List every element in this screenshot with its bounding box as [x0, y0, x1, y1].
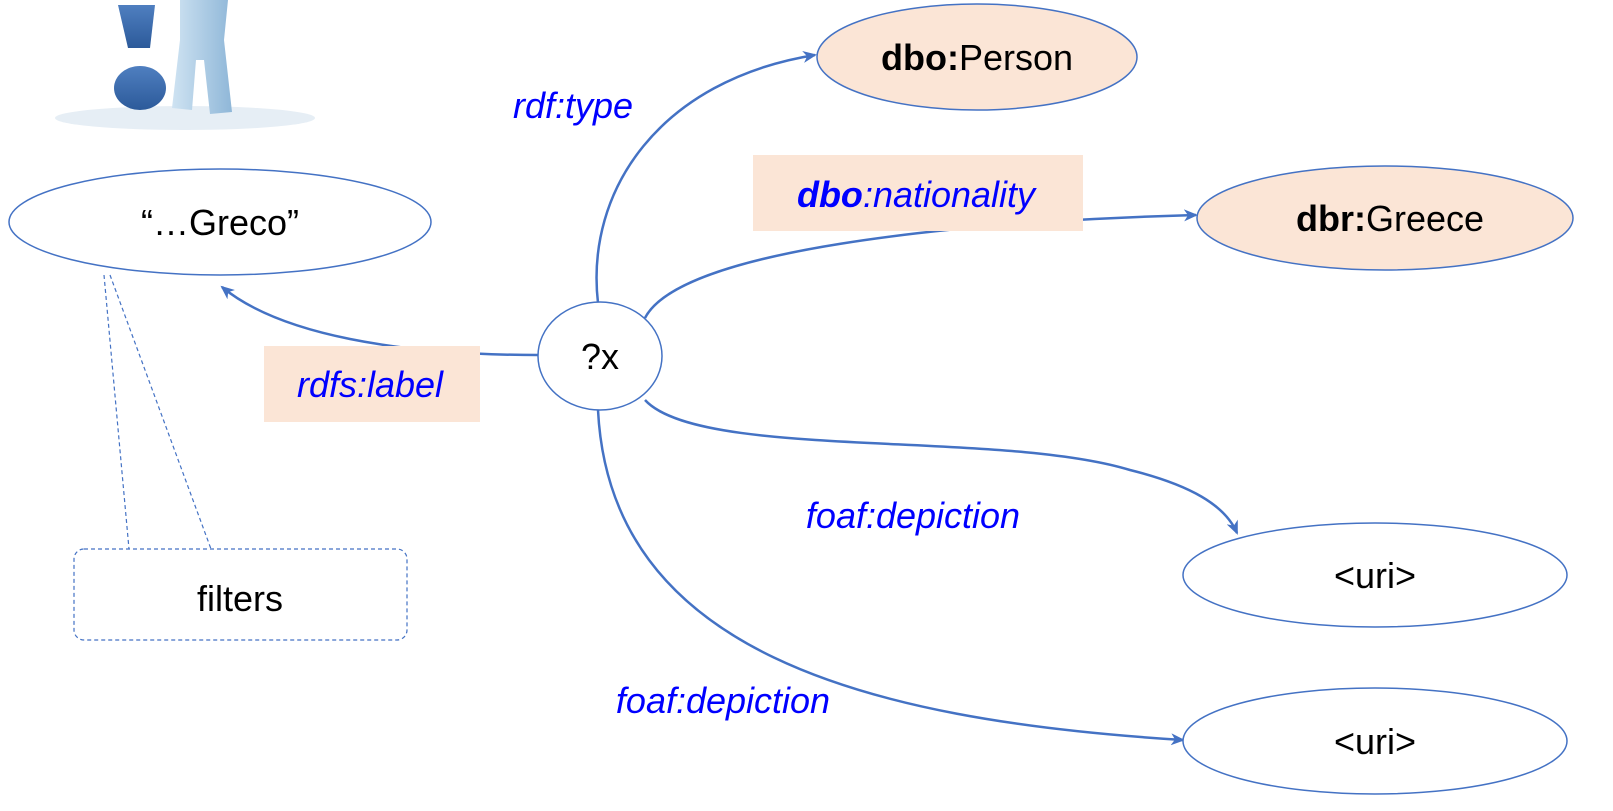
node-uri-2-label: <uri>: [1334, 721, 1416, 762]
edge-label-dbo-nationality: dbo:nationality: [797, 174, 1037, 215]
question-person-icon: [55, 0, 315, 130]
node-person-label: dbo:Person: [881, 37, 1073, 78]
edge-label-foaf-depiction-2: foaf:depiction: [616, 680, 830, 721]
node-person[interactable]: [816, 3, 1138, 111]
label-bg-nationality: [753, 155, 1083, 231]
node-uri-1-label: <uri>: [1334, 555, 1416, 596]
node-greece[interactable]: [1196, 165, 1574, 271]
filters-box[interactable]: [73, 548, 408, 641]
node-uri-2[interactable]: [1182, 687, 1568, 795]
filter-connectors: [103, 274, 212, 550]
node-greco-label: “…Greco”: [141, 202, 299, 243]
node-variable-label: ?x: [581, 336, 619, 377]
node-variable[interactable]: [537, 301, 663, 411]
edge-rdf-type: [595, 50, 817, 304]
edge-dbo-nationality: [643, 209, 1198, 319]
edge-label-rdf-type: rdf:type: [513, 85, 633, 126]
edge-foaf-depiction-2: [596, 409, 1185, 746]
edge-label-foaf-depiction-1: foaf:depiction: [806, 495, 1020, 536]
edge-foaf-depiction-1: [644, 399, 1239, 535]
filters-label: filters: [197, 578, 283, 619]
node-uri-1[interactable]: [1182, 522, 1568, 628]
node-greco-literal[interactable]: [8, 168, 432, 276]
edge-label-rdfs-label: rdfs:label: [297, 364, 444, 405]
edge-rdfs-label: [220, 285, 539, 357]
label-bg-rdfs-label: [264, 346, 480, 422]
node-greece-label: dbr:Greece: [1296, 198, 1484, 239]
